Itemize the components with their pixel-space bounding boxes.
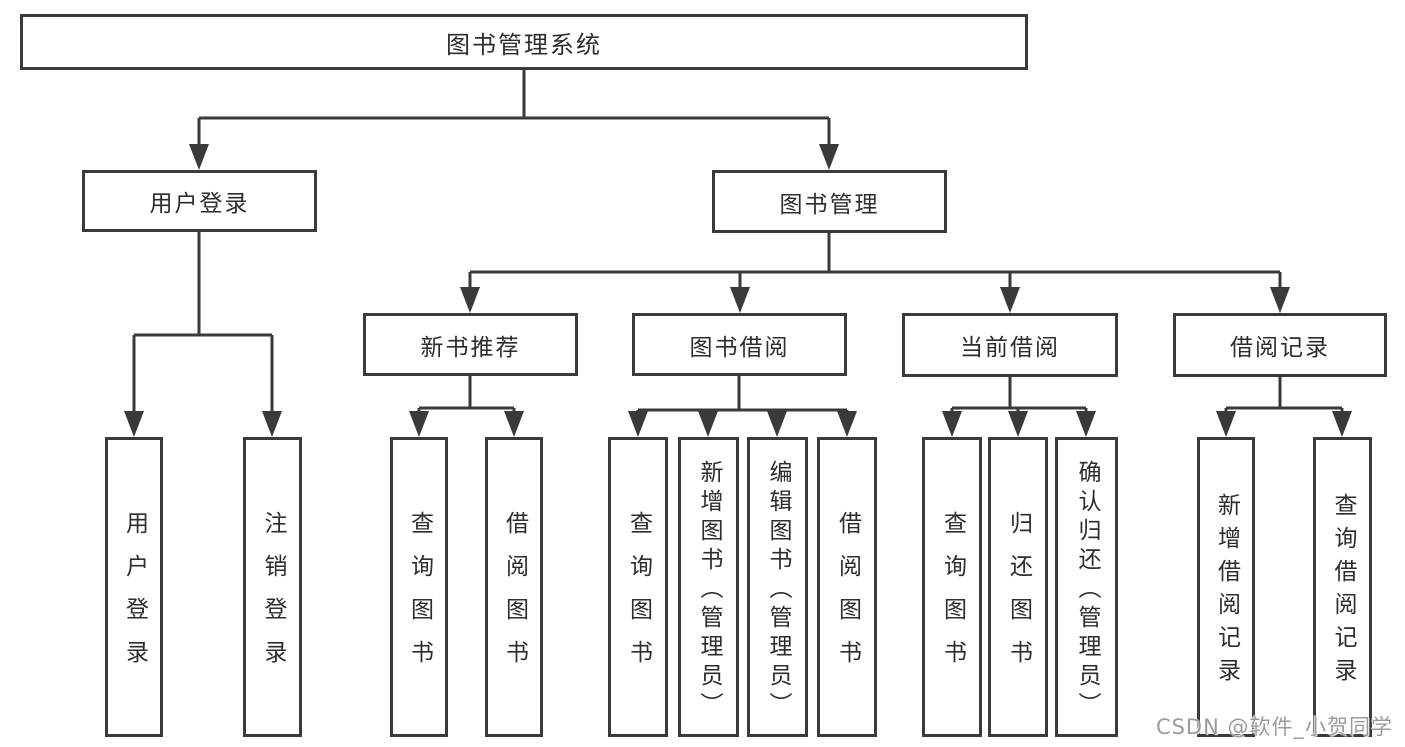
leaf-label: 查询借阅记录 <box>1330 493 1356 691</box>
node-root-label: 图书管理系统 <box>446 30 602 59</box>
node-borrow-records: 借阅记录 <box>1173 313 1387 377</box>
leaf-label: 新增图书（管理员） <box>696 459 722 721</box>
leaf-label: 借阅图书 <box>501 511 528 683</box>
leaf-user-login: 用户登录 <box>105 437 163 737</box>
leaf-label: 编辑图书（管理员） <box>765 459 791 721</box>
leaf-add-book-admin: 新增图书（管理员） <box>678 437 739 737</box>
node-label: 图书借阅 <box>689 334 790 361</box>
leaf-query-books: 查询图书 <box>390 437 448 737</box>
leaf-query-books: 查询图书 <box>608 437 668 737</box>
node-current-borrow: 当前借阅 <box>902 313 1118 377</box>
node-label: 用户登录 <box>149 191 250 217</box>
leaf-query-borrow-record: 查询借阅记录 <box>1313 437 1372 737</box>
leaf-borrow-books: 借阅图书 <box>817 437 877 737</box>
node-user-login: 用户登录 <box>82 170 317 232</box>
leaf-label: 注销登录 <box>260 511 286 683</box>
node-book-borrow: 图书借阅 <box>632 313 847 376</box>
leaf-edit-book-admin: 编辑图书（管理员） <box>747 437 808 737</box>
leaf-label: 借阅图书 <box>834 511 861 683</box>
node-book-management: 图书管理 <box>712 170 947 233</box>
leaf-label: 查询图书 <box>406 511 433 683</box>
csdn-watermark: CSDN @软件_小贺同学 <box>1155 715 1393 739</box>
leaf-return-book: 归还图书 <box>988 437 1048 737</box>
leaf-confirm-return-admin: 确认归还（管理员） <box>1055 437 1118 737</box>
leaf-label: 确认归还（管理员） <box>1074 459 1100 721</box>
node-label: 图书管理 <box>779 191 880 218</box>
node-root-system: 图书管理系统 <box>20 14 1028 70</box>
leaf-borrow-books: 借阅图书 <box>485 437 543 737</box>
leaf-label: 查询图书 <box>939 511 966 683</box>
leaf-query-books: 查询图书 <box>922 437 982 737</box>
leaf-label: 用户登录 <box>121 511 148 683</box>
node-new-book-recommend: 新书推荐 <box>363 313 578 376</box>
leaf-logout: 注销登录 <box>243 437 302 737</box>
node-label: 借阅记录 <box>1230 335 1330 361</box>
leaf-label: 归还图书 <box>1005 511 1032 683</box>
leaf-label: 新增借阅记录 <box>1213 493 1240 691</box>
node-label: 当前借阅 <box>960 335 1060 361</box>
leaf-label: 查询图书 <box>625 511 652 683</box>
node-label: 新书推荐 <box>420 334 521 361</box>
leaf-add-borrow-record: 新增借阅记录 <box>1197 437 1255 737</box>
